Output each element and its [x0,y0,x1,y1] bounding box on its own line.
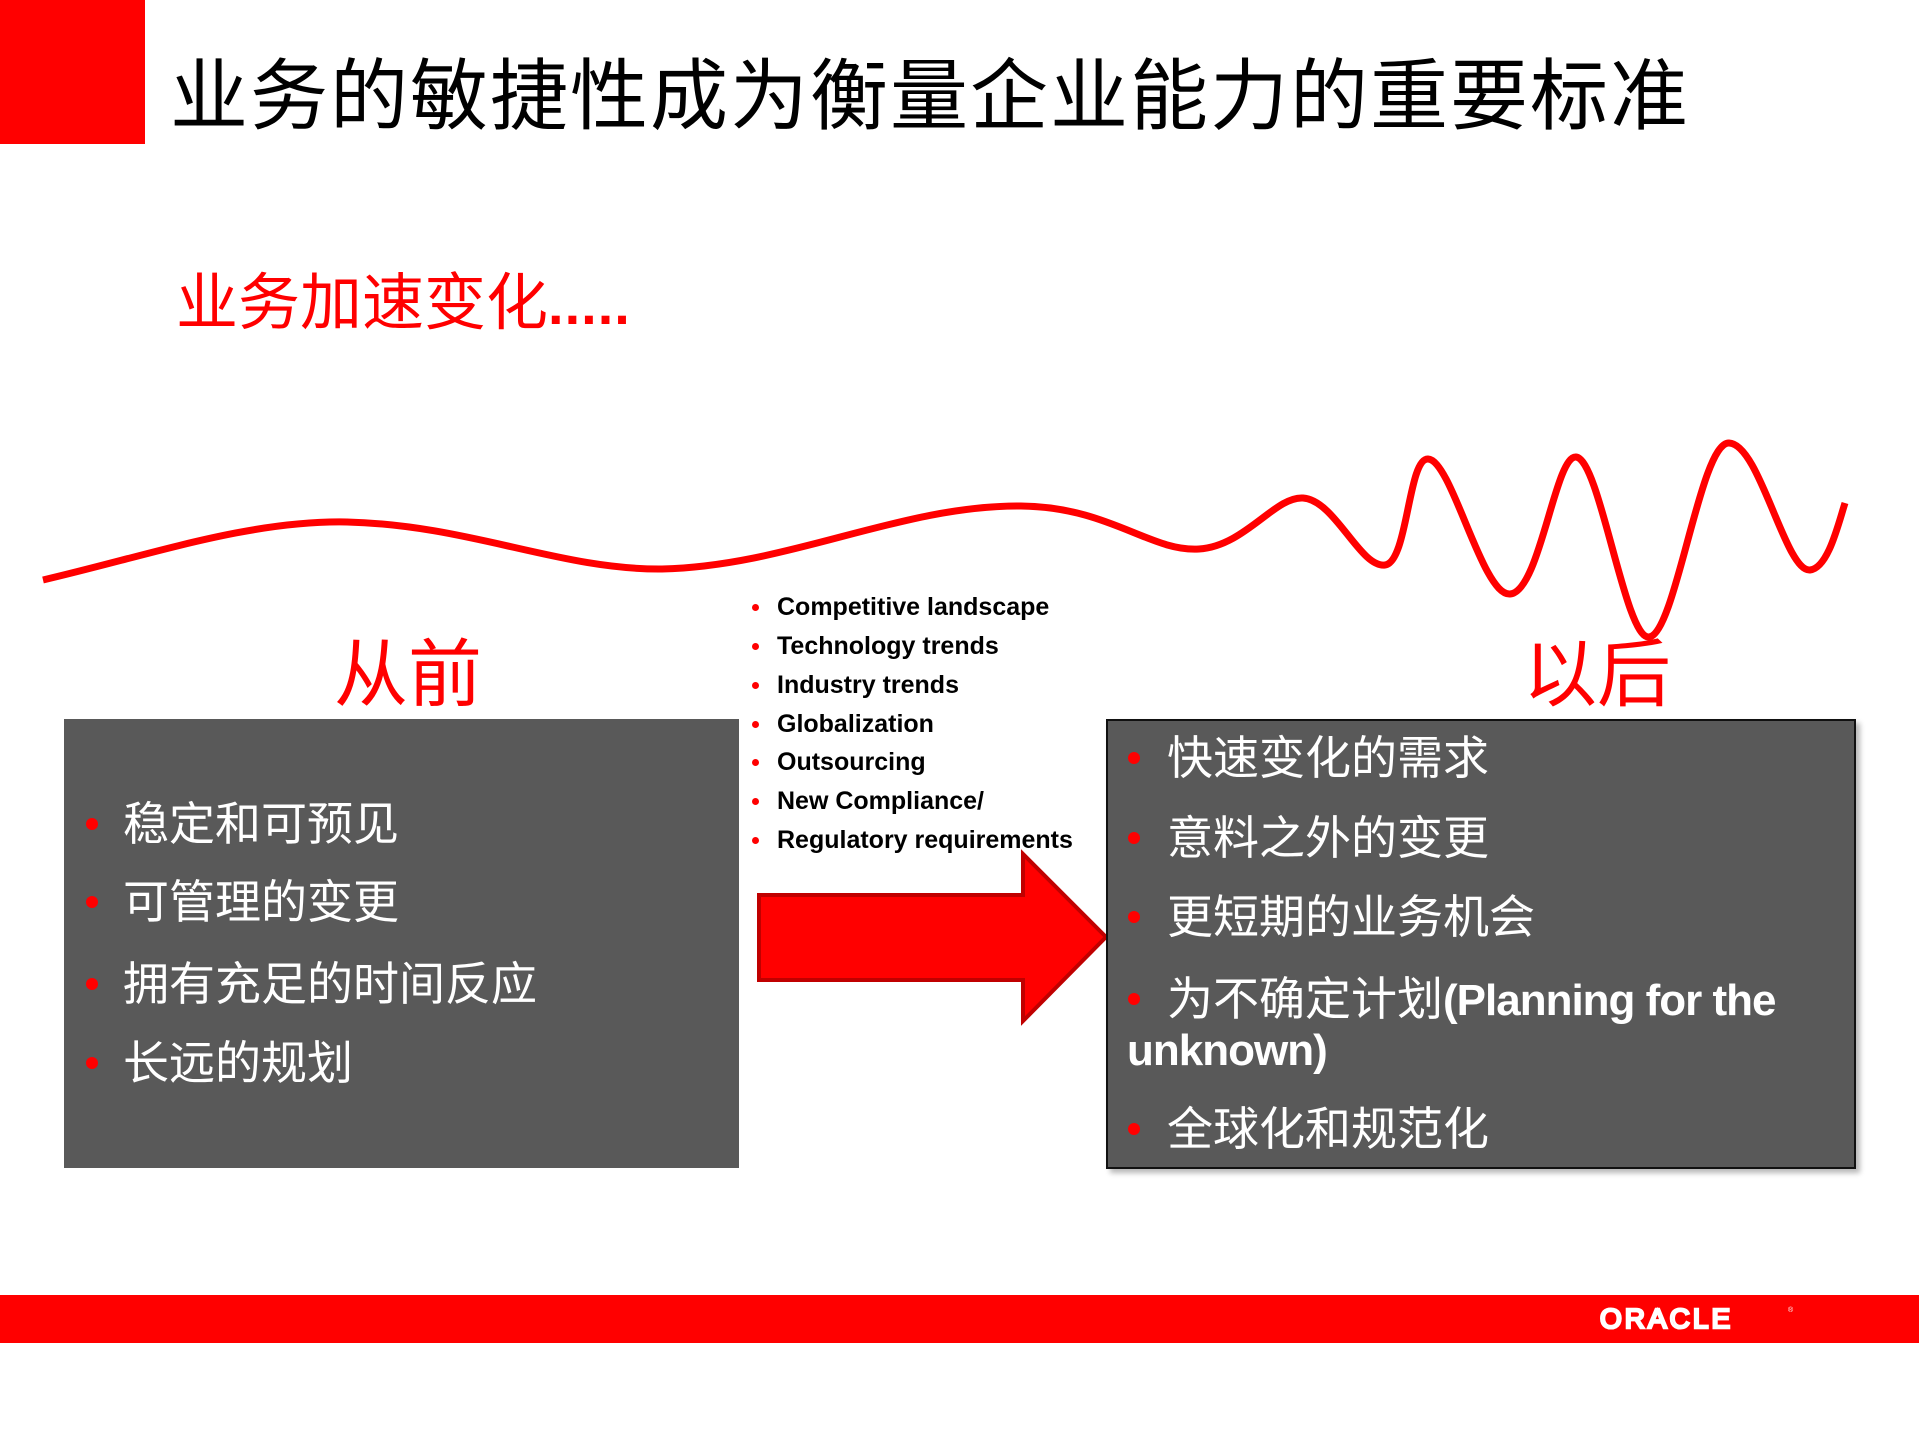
footer-bar [0,1295,1919,1343]
before-item-text: 长远的规划 [123,1037,353,1089]
header-red-block [0,0,145,144]
driver-text: Competitive landscape [777,593,1050,621]
before-item-text: 可管理的变更 [123,876,399,928]
bullet-dot-icon [752,798,759,805]
before-list-item: 长远的规划 [64,1035,664,1091]
after-item-text: 快速变化的需求 [1167,732,1489,784]
after-item-text: 全球化和规范化 [1167,1103,1489,1155]
bullet-dot-icon [86,818,98,830]
driver-text: Globalization [777,710,934,738]
oracle-logo: ORACLE ® [1599,1304,1794,1334]
bullet-dot-icon [1128,832,1140,844]
after-label: 以后 [1523,635,1671,717]
before-list-item: 拥有充足的时间反应 [64,956,664,1012]
slide-title: 业务的敏捷性成为衡量企业能力的重要标准 [170,53,1691,140]
slide-subtitle: 业务加速变化..... [176,264,631,344]
bullet-dot-icon [86,1057,98,1069]
subtitle-ellipsis: ..... [548,273,631,336]
bullet-dot-icon [1128,993,1140,1005]
right-arrow-icon [757,849,1109,1026]
after-item-text: 意料之外的变更 [1167,812,1489,864]
bullet-dot-icon [1128,752,1140,764]
driver-text: Outsourcing [777,748,926,776]
bullet-dot-icon [752,837,759,844]
after-list-item: 意料之外的变更 [1108,810,1808,866]
bullet-dot-icon [752,721,759,728]
bullet-dot-icon [752,682,759,689]
after-list-item: 快速变化的需求 [1108,730,1808,786]
before-label: 从前 [334,635,482,717]
bullet-dot-icon [1128,911,1140,923]
driver-text: Technology trends [777,632,999,660]
volatility-wave-icon [42,439,1849,641]
driver-text: New Compliance/ [777,787,984,815]
bullet-dot-icon [752,759,759,766]
after-list-item-continuation: unknown) [1108,1023,1808,1079]
subtitle-text: 业务加速变化 [176,270,549,338]
before-item-text: 稳定和可预见 [123,798,399,850]
bullet-dot-icon [86,978,98,990]
after-list-item: 更短期的业务机会 [1108,889,1808,945]
driver-text: Industry trends [777,671,959,699]
oracle-logo-text: ORACLE [1600,1304,1733,1334]
registered-mark-icon: ® [1788,1306,1794,1314]
after-item-planning: 为不确定计划(Planning for the [1167,971,1777,1029]
before-list-item: 可管理的变更 [64,874,664,930]
after-item-text: 为不确定计划 [1167,973,1443,1025]
after-list-item: 为不确定计划(Planning for the [1108,971,1838,1027]
planning-en-text: (Planning for the [1443,976,1777,1025]
before-box: 稳定和可预见 可管理的变更 拥有充足的时间反应 长远的规划 [64,719,739,1168]
bullet-dot-icon [752,604,759,611]
bullet-dot-icon [752,643,759,650]
before-item-text: 拥有充足的时间反应 [123,958,537,1010]
before-list-item: 稳定和可预见 [64,796,664,852]
bullet-dot-icon [1128,1123,1140,1135]
driver-text: Regulatory requirements [777,826,1073,854]
after-list-item: 全球化和规范化 [1108,1101,1808,1157]
bullet-dot-icon [86,896,98,908]
planning-en-text-continued: unknown) [1127,1026,1328,1075]
after-box: 快速变化的需求 意料之外的变更 更短期的业务机会 为不确定计划(Planning… [1106,719,1856,1169]
after-item-text: 更短期的业务机会 [1167,891,1535,943]
